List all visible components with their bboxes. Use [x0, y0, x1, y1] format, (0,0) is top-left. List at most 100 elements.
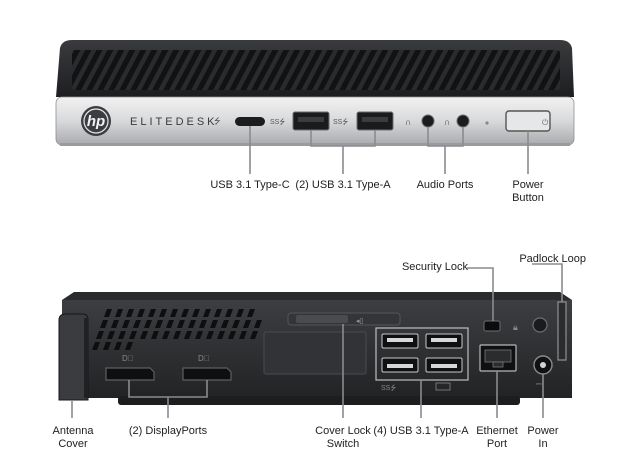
usb-rear-marker — [435, 382, 451, 391]
vent-slot — [155, 320, 163, 328]
vent-slot — [188, 320, 196, 328]
model-name: ELITEDESK — [130, 116, 218, 128]
usb-a-port-rear-1[interactable] — [381, 333, 419, 349]
vent-slot — [118, 331, 126, 339]
padlock-loop[interactable] — [557, 301, 567, 361]
vent-slot — [250, 331, 258, 339]
power-icon: ⏻ — [542, 118, 549, 127]
label-displayports: (2) DisplayPorts — [128, 425, 208, 437]
vent-slot — [192, 309, 200, 317]
svg-text:hp: hp — [87, 113, 105, 130]
hp-logo: hp — [81, 106, 111, 136]
vent-slot — [133, 320, 141, 328]
vent-slot — [137, 309, 145, 317]
vent-slot — [225, 309, 233, 317]
front-vent-grille — [72, 50, 560, 90]
label-cover-lock-switch: Cover Lock Switch — [315, 425, 371, 450]
displayport-2[interactable] — [182, 367, 232, 381]
vent-slot — [181, 309, 189, 317]
dc-icon: ⎓ — [536, 381, 542, 388]
vent-slot — [228, 331, 236, 339]
rear-view: D⃞ D⃞ ◂▯ SS⭍ 品 🔒︎ ⎓ — [58, 292, 572, 405]
label-usb-a-front: (2) USB 3.1 Type-A — [295, 179, 391, 191]
rear-chassis-foot — [118, 396, 520, 405]
vent-slot — [203, 309, 211, 317]
vent-slot — [173, 331, 181, 339]
vent-slot — [122, 320, 130, 328]
label-usb-c: USB 3.1 Type-C — [210, 179, 290, 191]
usb-a-port-rear-4[interactable] — [425, 357, 463, 373]
vent-slot — [114, 342, 122, 350]
vent-slot — [199, 320, 207, 328]
label-power-in: Power In — [527, 425, 559, 450]
audio-jack-2[interactable] — [456, 114, 470, 128]
lock-icon: 🔒︎ — [513, 322, 518, 332]
vent-slot — [103, 342, 111, 350]
rear-vent-slots — [92, 309, 262, 350]
antenna-cover — [58, 313, 89, 401]
lock-glyph-icon: ◂▯ — [356, 318, 363, 325]
vent-slot — [232, 320, 240, 328]
label-ethernet-port: Ethernet Port — [476, 425, 518, 450]
vent-slot — [100, 320, 108, 328]
vent-slot — [221, 320, 229, 328]
label-usb-a-rear: (4) USB 3.1 Type-A — [373, 425, 469, 437]
vent-slot — [140, 331, 148, 339]
usb-ss-charge-icon: SS⭍ — [333, 118, 348, 126]
hdd-led — [485, 121, 489, 125]
vent-slot — [166, 320, 174, 328]
vent-slot — [206, 331, 214, 339]
vent-slot — [184, 331, 192, 339]
vent-slot — [170, 309, 178, 317]
vent-slot — [254, 320, 262, 328]
vent-slot — [151, 331, 159, 339]
vent-slot — [214, 309, 222, 317]
usb-a-port-rear-2[interactable] — [425, 333, 463, 349]
usb-a-group-frame — [375, 327, 469, 381]
headset-icon: ∩ — [444, 117, 450, 127]
vent-slot — [159, 309, 167, 317]
rear-chassis-top — [62, 292, 572, 300]
vent-slot — [195, 331, 203, 339]
label-padlock-loop: Padlock Loop — [519, 253, 586, 265]
vent-slot — [126, 309, 134, 317]
vent-slot — [217, 331, 225, 339]
vent-slot — [236, 309, 244, 317]
cover-lock-switch[interactable] — [296, 315, 348, 323]
usb-ss-icon: SS⭍ — [270, 118, 285, 126]
usb-a-port-rear-3[interactable] — [381, 357, 419, 373]
vent-slot — [177, 320, 185, 328]
displayport-icon-2: D⃞ — [198, 354, 210, 363]
label-power-button: Power Button — [512, 179, 544, 204]
vent-slot — [239, 331, 247, 339]
expansion-slot-plate — [263, 331, 367, 375]
vent-slot — [115, 309, 123, 317]
usb-icon: ⭍ — [214, 117, 221, 126]
label-antenna-cover: Antenna Cover — [52, 425, 94, 450]
vent-slot — [104, 309, 112, 317]
displayport-icon-1: D⃞ — [122, 354, 134, 363]
vent-slot — [96, 331, 104, 339]
ethernet-port[interactable] — [479, 344, 517, 372]
audio-jack-1[interactable] — [421, 114, 435, 128]
front-callouts — [249, 126, 529, 174]
front-bottom-edge — [60, 143, 570, 146]
label-security-lock: Security Lock — [401, 261, 468, 273]
label-audio-ports: Audio Ports — [416, 179, 474, 191]
vent-slot — [243, 320, 251, 328]
displayport-1[interactable] — [105, 367, 155, 381]
front-view: hp ELITEDESK ⭍ SS⭍ SS⭍ ∩ ∩ ⏻ — [55, 40, 575, 146]
vent-slot — [111, 320, 119, 328]
headphone-icon: ∩ — [405, 117, 411, 127]
vent-slot — [92, 342, 100, 350]
security-lock-slot[interactable] — [483, 320, 501, 332]
vent-slot — [210, 320, 218, 328]
vent-slot — [148, 309, 156, 317]
vent-slot — [247, 309, 255, 317]
vent-slot — [107, 331, 115, 339]
vent-slot — [125, 342, 133, 350]
usb-c-port[interactable] — [235, 117, 265, 126]
vent-slot — [144, 320, 152, 328]
usb-ss-rear-icon: SS⭍ — [381, 384, 396, 392]
